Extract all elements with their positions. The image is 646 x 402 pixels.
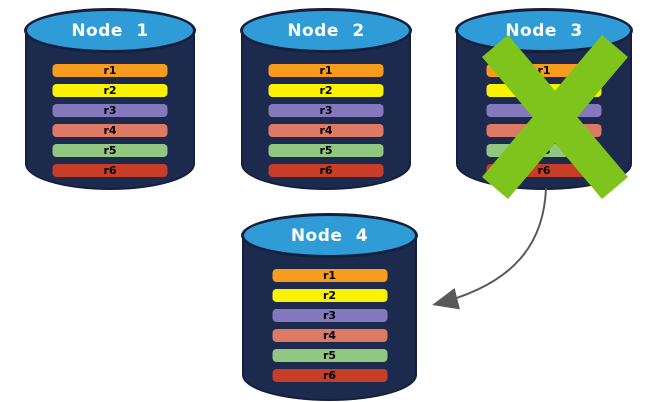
cylinder-top: Node 4 (241, 213, 418, 258)
row-r4: r4 (272, 329, 387, 342)
row-r2: r2 (272, 289, 387, 302)
cylinder-top: Node 3 (455, 8, 633, 53)
node-rows: r1 r2 r3 r4 r5 r6 (52, 64, 168, 177)
cylinder-top: Node 1 (24, 8, 196, 53)
node-1: Node 1 r1 r2 r3 r4 r5 r6 (24, 8, 196, 190)
row-r5: r5 (272, 349, 387, 362)
node-3: Node 3 r1 r2 r3 r4 r5 r6 (455, 8, 633, 199)
row-r5: r5 (52, 144, 168, 157)
row-r6: r6 (486, 164, 602, 177)
row-r2: r2 (52, 84, 168, 97)
row-r6: r6 (52, 164, 168, 177)
row-r3: r3 (272, 309, 387, 322)
node-4: Node 4 r1 r2 r3 r4 r5 r6 (241, 213, 418, 401)
node-rows: r1 r2 r3 r4 r5 r6 (486, 64, 602, 177)
row-r2: r2 (268, 84, 384, 97)
arrow-curve (432, 187, 547, 310)
cylinder-top: Node 2 (240, 8, 412, 53)
row-r2: r2 (486, 84, 602, 97)
row-r4: r4 (268, 124, 384, 137)
row-r3: r3 (268, 104, 384, 117)
row-r5: r5 (268, 144, 384, 157)
row-r3: r3 (486, 104, 602, 117)
node-rows: r1 r2 r3 r4 r5 r6 (268, 64, 384, 177)
row-r5: r5 (486, 144, 602, 157)
row-r1: r1 (52, 64, 168, 77)
node-title: Node 3 (505, 21, 583, 41)
node-2: Node 2 r1 r2 r3 r4 r5 r6 (240, 8, 412, 190)
row-r4: r4 (52, 124, 168, 137)
row-r4: r4 (486, 124, 602, 137)
row-r3: r3 (52, 104, 168, 117)
node-rows: r1 r2 r3 r4 r5 r6 (272, 269, 387, 382)
row-r1: r1 (272, 269, 387, 282)
row-r1: r1 (486, 64, 602, 77)
node-title: Node 4 (290, 226, 369, 246)
node-title: Node 1 (71, 21, 149, 41)
row-r6: r6 (268, 164, 384, 177)
row-r6: r6 (272, 369, 387, 382)
row-r1: r1 (268, 64, 384, 77)
node-title: Node 2 (287, 21, 365, 41)
